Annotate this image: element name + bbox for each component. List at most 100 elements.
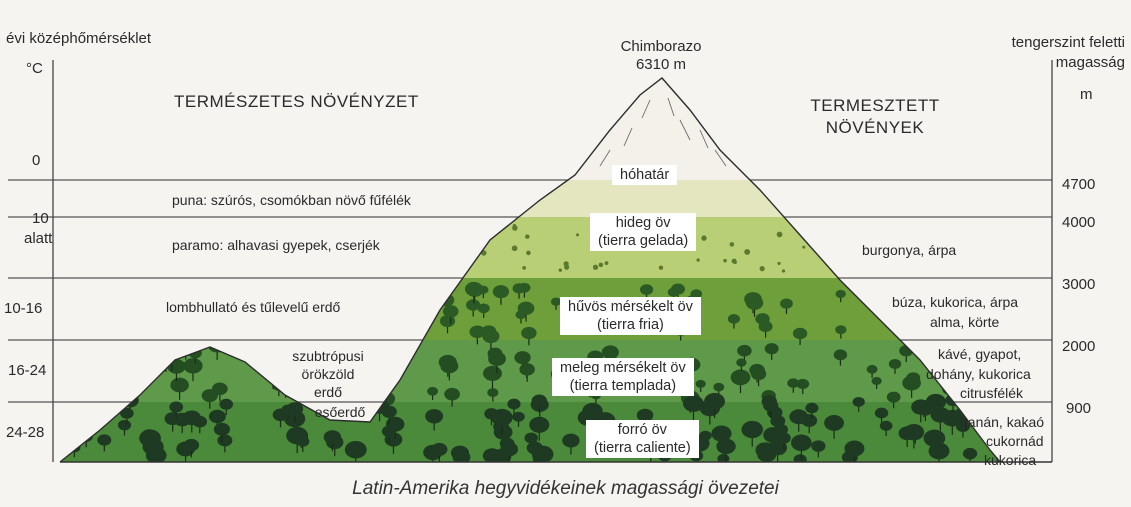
tree-crown xyxy=(521,326,537,340)
tree-crown xyxy=(683,395,704,412)
shrub xyxy=(781,269,786,273)
tree-crown xyxy=(524,432,538,444)
shrub xyxy=(701,235,707,241)
tree-crown xyxy=(76,297,90,308)
tree-crown xyxy=(789,409,809,425)
tree-crown xyxy=(713,382,725,392)
tree-crown xyxy=(145,446,167,462)
peak-name: Chimborazo xyxy=(620,38,702,55)
tree-crown xyxy=(727,314,741,324)
left-axis-unit: °C xyxy=(26,60,43,77)
tree-crown xyxy=(562,433,580,448)
tree-crown xyxy=(787,378,800,388)
mountain-outline xyxy=(59,77,1001,463)
tree-crown xyxy=(923,429,946,447)
tree-crown xyxy=(101,299,116,311)
tree-crown xyxy=(956,421,970,433)
tree-crown xyxy=(780,298,793,309)
tree-crown xyxy=(667,287,680,297)
tree-crown xyxy=(117,419,132,431)
tree-crown xyxy=(519,363,535,376)
shrub xyxy=(744,248,751,255)
tree-crown xyxy=(126,325,142,338)
tree-crown xyxy=(763,399,779,412)
tree-crown xyxy=(466,299,481,311)
cultivated-heading-line2: NÖVÉNYEK xyxy=(825,118,925,137)
tree-crown xyxy=(105,353,121,366)
tree-crown xyxy=(264,362,275,371)
tree-crown xyxy=(66,407,88,424)
tree-crown xyxy=(132,284,144,294)
tree-crown xyxy=(286,402,304,416)
tree-crown xyxy=(792,327,808,340)
tree-crown xyxy=(488,351,506,366)
forest-label: lombhullató és tűlevelű erdő xyxy=(166,299,341,315)
tree-crown xyxy=(217,434,233,447)
tree-crown xyxy=(866,364,878,374)
tree-crown xyxy=(930,406,951,423)
right-axis-title-line2: magasság xyxy=(1055,54,1125,71)
tree-crown xyxy=(601,345,619,360)
right-axis-title-line1: tengerszint feletti xyxy=(1011,34,1125,51)
tree-crown xyxy=(444,387,460,401)
tree-crown xyxy=(183,358,203,374)
tree-crown xyxy=(716,438,736,455)
shrub xyxy=(576,233,580,237)
temp-label-10: 10 xyxy=(32,210,49,227)
tree-crown xyxy=(903,424,925,441)
crops-hot-2: cukornád xyxy=(986,433,1044,449)
shrub xyxy=(759,266,765,272)
tree-crown xyxy=(183,289,194,298)
tree-crown xyxy=(80,369,94,380)
tree-crown xyxy=(272,408,289,422)
tree-crown xyxy=(942,383,957,395)
tree-crown xyxy=(418,288,434,301)
tree-crown xyxy=(928,442,950,460)
band-snow xyxy=(60,78,1000,180)
tree-crown xyxy=(737,344,752,357)
crops-hot-1: banán, kakaó xyxy=(960,414,1045,430)
crops-warm-2: dohány, kukorica xyxy=(926,366,1031,382)
tree-crown xyxy=(776,432,791,444)
tree-crown xyxy=(135,356,151,368)
tree-crown xyxy=(169,401,184,413)
tree-crown xyxy=(60,392,72,406)
rainforest-label: esőerdő xyxy=(314,404,366,420)
tree-crown xyxy=(704,392,726,410)
tree-crown xyxy=(507,398,521,410)
tree-crown xyxy=(60,298,74,310)
subtropical-line2: örökzöld xyxy=(301,366,355,382)
tree-crown xyxy=(275,316,287,326)
temp-label-10-16: 10-16 xyxy=(4,300,43,317)
tree-crown xyxy=(745,295,764,310)
natural-vegetation-heading: TERMÉSZETES NÖVÉNYZET xyxy=(174,92,419,111)
tree-crown xyxy=(170,377,189,393)
tree-crown xyxy=(375,350,393,365)
tree-crown xyxy=(213,422,230,436)
tree-crown xyxy=(796,378,810,390)
mountain xyxy=(60,78,1000,462)
tree-crown xyxy=(824,414,845,431)
tree-crown xyxy=(793,454,807,462)
tree-crown xyxy=(493,424,513,440)
tree-crown xyxy=(60,405,74,423)
tree-crown xyxy=(925,393,946,411)
tree-crown xyxy=(636,408,654,422)
shrub xyxy=(558,268,563,272)
tree-crown xyxy=(582,402,603,420)
tree-crown xyxy=(844,440,865,457)
tree-crown xyxy=(68,382,83,394)
shrub xyxy=(598,262,604,268)
tree-crown xyxy=(60,418,77,432)
shrub xyxy=(604,261,609,266)
tree-crown xyxy=(888,358,902,369)
tree-crown xyxy=(690,289,703,299)
tree-crown xyxy=(911,399,931,415)
tree-crown xyxy=(741,420,763,439)
puna-label: puna: szúrós, csomókban növő fűfélék xyxy=(172,192,411,208)
tree-crown xyxy=(833,349,848,361)
tree-crown xyxy=(176,338,195,353)
tree-crown xyxy=(469,325,486,339)
tree-crown xyxy=(487,388,499,398)
tree-crown xyxy=(138,368,152,379)
